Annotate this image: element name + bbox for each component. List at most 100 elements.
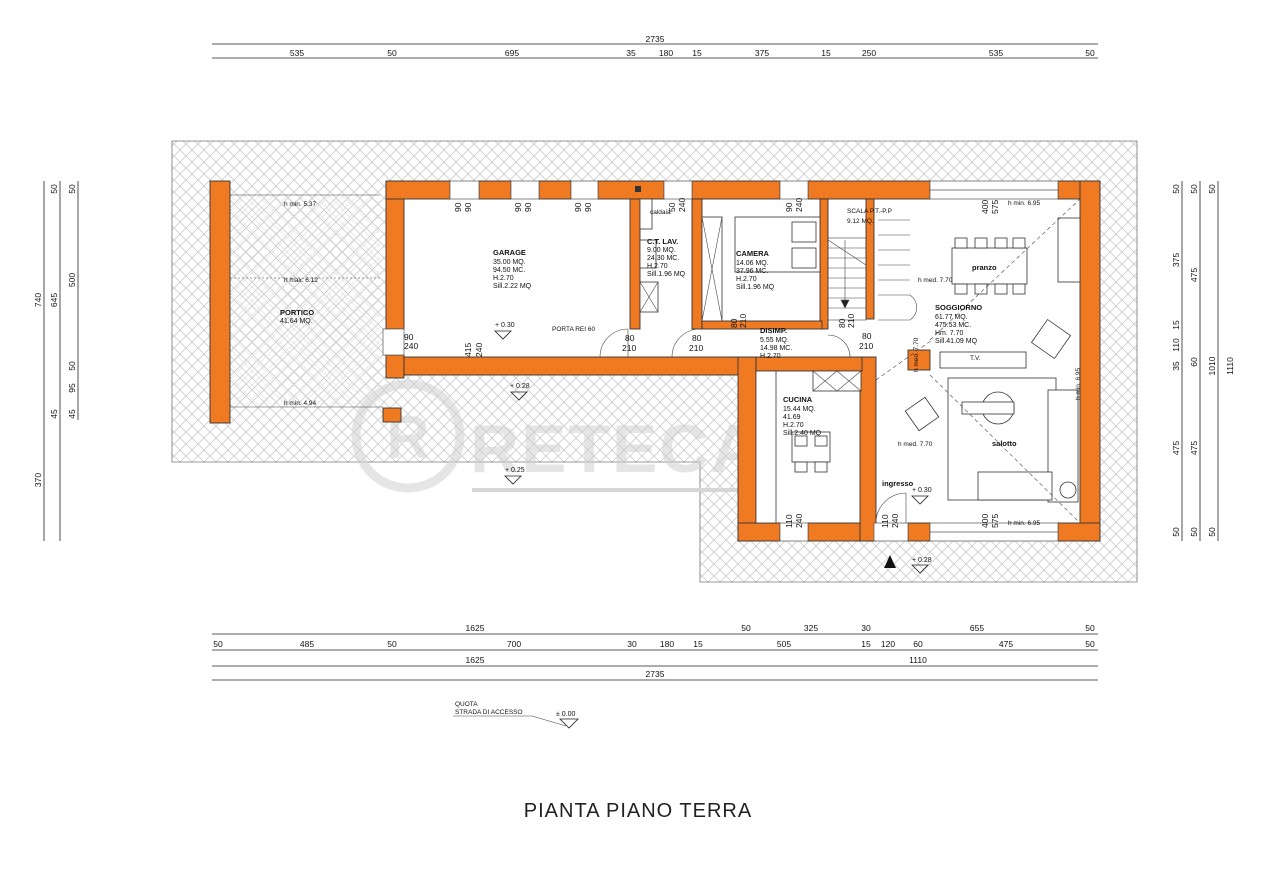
level-markers: + 0.30 + 0.28 + 0.25 + 0.30 + 0.28 [494, 322, 932, 574]
sogg-height-bottom: h min. 6.95 [1008, 520, 1041, 527]
opening-dis-right: 80 [862, 331, 872, 341]
dim-top-seg: 50 [387, 48, 397, 58]
opening-dis-left: 80 [692, 333, 702, 343]
dim-left-inner: 45 [49, 409, 59, 419]
dim-right-a: 475 [1171, 441, 1181, 455]
opening-scala-door: 80 [837, 318, 847, 328]
cucina-name: CUCINA [783, 395, 813, 404]
level-ingresso: + 0.30 [912, 487, 932, 494]
dim-bottom-r1: 1625 [466, 623, 485, 633]
dim-top-seg: 375 [755, 48, 769, 58]
dim-right-b: 50 [1189, 527, 1199, 537]
windows [382, 180, 1059, 542]
cucina-left-wall [737, 356, 757, 542]
dim-top-seg: 50 [1085, 48, 1095, 58]
camera-top-wall [691, 180, 781, 200]
staircase [827, 219, 918, 321]
opening-pranzo-win: 400 [980, 200, 990, 214]
cucina-line: 15.44 MQ. [783, 406, 816, 413]
garage-line: H.2.70 [493, 275, 514, 282]
sogg-height-med: h med. 7.70 [913, 337, 920, 372]
portico-area: 41.64 MQ. [280, 318, 313, 325]
east-wall [1079, 180, 1101, 542]
garage-line: Sill.2.22 MQ [493, 283, 532, 290]
soggiorno-line: 475.53 MC. [935, 322, 971, 329]
salotto-name: salotto [992, 439, 1017, 448]
dim-bottom-r2: 120 [881, 639, 895, 649]
tv-label: T.V. [970, 355, 981, 362]
disimp-line: 5.55 MQ. [760, 337, 789, 344]
drawing-title: PIANTA PIANO TERRA [524, 800, 752, 822]
dim-bottom-r1: 655 [970, 623, 984, 633]
dim-left-inner: 645 [49, 293, 59, 307]
opening-cucina-win: 240 [794, 514, 804, 528]
dim-bottom-r2: 15 [693, 639, 703, 649]
opening-ct-door: 80 [625, 333, 635, 343]
cucina-top-wall [755, 356, 863, 372]
dim-top-seg: 535 [989, 48, 1003, 58]
soggiorno-line: 61.77 MQ. [935, 314, 968, 321]
dim-bottom-r1: 50 [1085, 623, 1095, 633]
opening-dis-left: 210 [689, 343, 703, 353]
portico-height-top: h min. 5.37 [284, 201, 317, 208]
scala-area: 9.12 MQ. [847, 218, 874, 225]
sogg-pillar [907, 349, 931, 371]
quota-line2: STRADA DI ACCESSO [455, 709, 523, 716]
dim-bottom-r2: 60 [913, 639, 923, 649]
dim-top-seg: 535 [290, 48, 304, 58]
cucina-bottom-wall-1 [737, 522, 781, 542]
dim-right-a: 35 [1171, 361, 1181, 371]
dim-right-a: 375 [1171, 253, 1181, 267]
sogg-height-right: h min. 6.95 [1075, 367, 1082, 400]
cucina-line: Sill.2.40 MQ [783, 430, 822, 437]
ingresso-bottom-wall [907, 522, 931, 542]
soggiorno-name: SOGGIORNO [935, 303, 982, 312]
garage-left-wall-low [385, 354, 405, 379]
garage-line: 94.50 MC. [493, 267, 525, 274]
dim-right-overall: 1110 [1225, 357, 1235, 375]
cucina-line: H.2.70 [783, 422, 804, 429]
sogg-height-top: h min. 6.95 [1008, 200, 1041, 207]
dim-right-b: 475 [1189, 441, 1199, 455]
opening-dis-right: 210 [859, 341, 873, 351]
dim-bottom-r2: 15 [861, 639, 871, 649]
dim-bottom-r2: 30 [627, 639, 637, 649]
dimension-lines [43, 43, 1219, 681]
opening-garage: 415 [463, 343, 473, 357]
dims-top: 2735 535 50 695 35 180 15 375 15 250 535… [290, 34, 1095, 58]
dim-top-seg: 250 [862, 48, 876, 58]
pranzo-name: pranzo [972, 263, 997, 272]
dim-bottom-r2: 180 [660, 639, 674, 649]
opening-w2: 90 [523, 202, 533, 212]
dim-top-overall: 2735 [646, 34, 665, 44]
quota-value: ± 0.00 [556, 711, 576, 718]
opening-w3: 90 [573, 202, 583, 212]
soggiorno-line: Hm. 7.70 [935, 330, 964, 337]
opening-ct-win: 50 [667, 202, 677, 212]
ct-line: Sill.1.96 MQ [647, 271, 686, 278]
dim-top-seg: 35 [626, 48, 636, 58]
camera-line: 37.96 MC. [736, 268, 768, 275]
dim-left-inner: 50 [49, 184, 59, 194]
ct-name: C.T. LAV. [647, 237, 678, 246]
portico-height-mid: h max. 6.12 [284, 277, 318, 284]
dim-bottom-overall: 2735 [646, 669, 665, 679]
level-portico: + 0.28 [510, 383, 530, 390]
opening-ingresso: 240 [890, 514, 900, 528]
dim-right-c: 50 [1207, 527, 1217, 537]
opening-labels: 90 240 415 240 90 90 90 90 90 90 50 240 … [404, 198, 1000, 528]
scala-top-wall [807, 180, 931, 200]
level-garage: + 0.30 [495, 322, 515, 329]
portico-left-wall [209, 180, 231, 424]
dim-bottom-r2: 50 [1085, 639, 1095, 649]
dim-left-overall: 740 [33, 293, 43, 307]
garage-left-wall [385, 180, 405, 330]
dim-bottom-r2: 485 [300, 639, 314, 649]
opening-portico: 90 [404, 332, 414, 342]
opening-pranzo-win: 575 [990, 200, 1000, 214]
dim-bottom-r1: 50 [741, 623, 751, 633]
disimp-line: H.2.70 [760, 353, 781, 360]
level-exterior: + 0.25 [505, 467, 525, 474]
dim-right-b: 475 [1189, 268, 1199, 282]
doors [599, 328, 907, 524]
